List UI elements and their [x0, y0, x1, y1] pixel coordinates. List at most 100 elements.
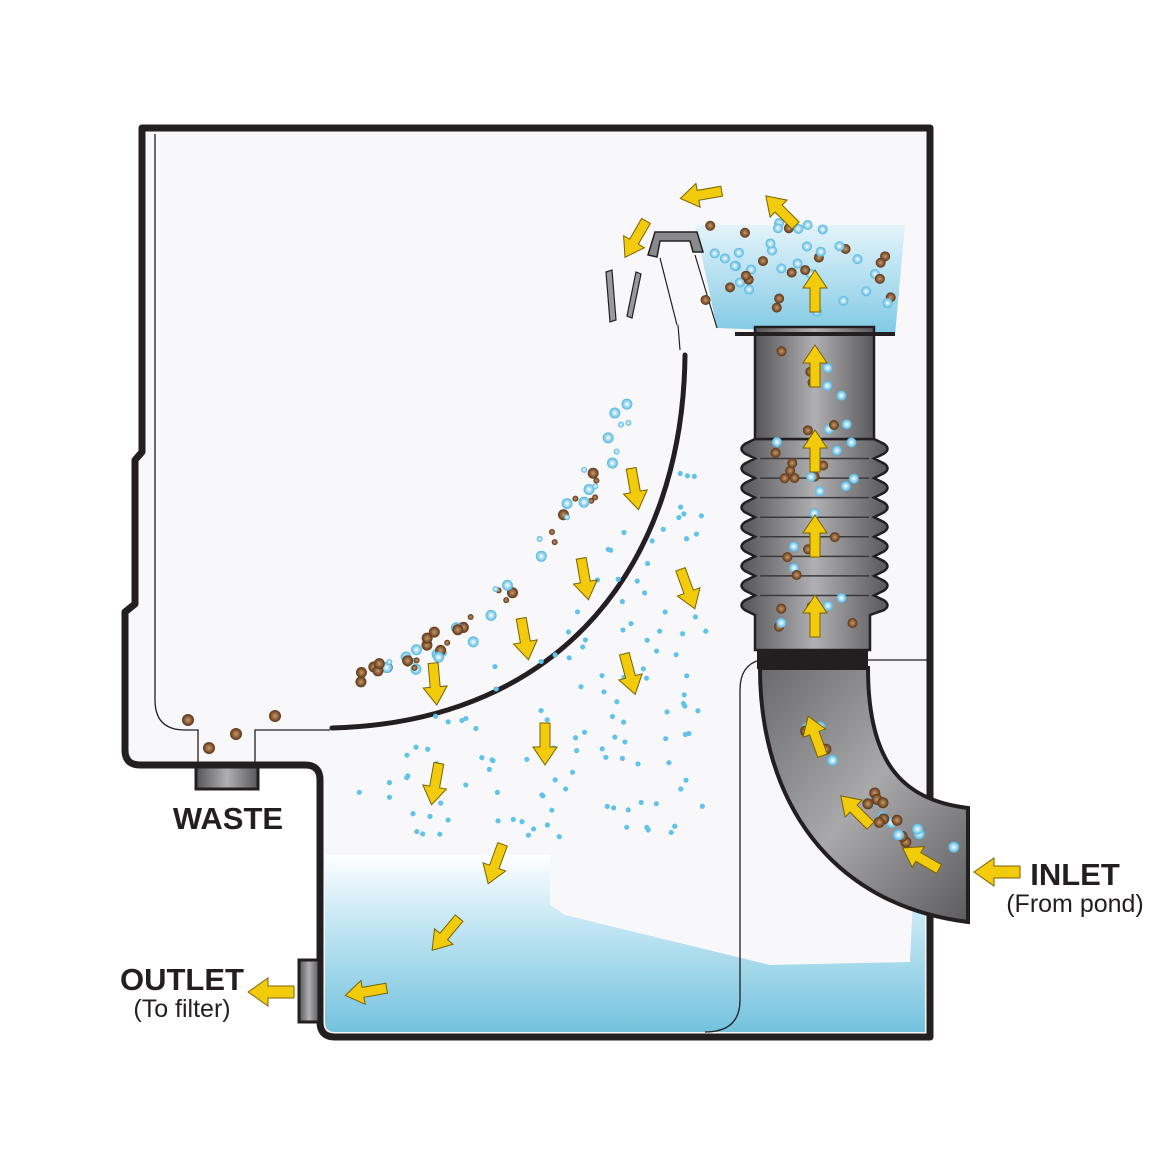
flow-arrow-icon [679, 182, 724, 208]
debris-particle [587, 467, 599, 479]
water-droplet [649, 538, 655, 544]
bubble [771, 437, 782, 448]
water-droplet [699, 803, 705, 809]
bubble [822, 600, 833, 611]
bubble [802, 219, 813, 230]
water-droplet [473, 725, 479, 732]
debris-particle [874, 273, 885, 284]
debris-particle [402, 655, 414, 667]
water-droplet [437, 831, 443, 837]
water-droplet [653, 801, 659, 807]
water-droplet [603, 754, 609, 760]
water-droplet [494, 789, 501, 795]
water-droplet [692, 614, 699, 620]
bubble [814, 486, 825, 497]
water-droplet [620, 719, 627, 725]
bubble [563, 514, 570, 521]
flow-arrow-icon [802, 344, 828, 388]
water-droplet [601, 689, 607, 695]
water-droplet [668, 829, 674, 836]
bubble [617, 421, 624, 428]
waste-port [194, 765, 260, 791]
inlet-label: INLET [1030, 857, 1120, 892]
tray-edge [659, 254, 718, 351]
debris-particle [700, 294, 711, 305]
water-droplet [438, 800, 444, 806]
flow-arrow-icon [422, 761, 448, 806]
water-droplet [492, 663, 498, 670]
bubble [535, 550, 547, 562]
debris-particle [452, 624, 464, 636]
bubble [609, 407, 621, 419]
water-droplet [614, 699, 620, 705]
debris-particle [373, 658, 385, 670]
water-droplet [493, 686, 499, 692]
bubble [815, 246, 826, 257]
water-droplet [544, 822, 551, 828]
water-droplet [552, 777, 558, 783]
bubble [892, 829, 904, 841]
water-droplet [625, 807, 631, 813]
water-droplet [672, 823, 678, 829]
water-droplet [680, 631, 686, 637]
bubble [719, 253, 730, 264]
debris-particle [725, 282, 736, 293]
water-droplet [599, 746, 605, 752]
water-droplet [684, 473, 691, 479]
water-droplet [682, 703, 688, 709]
water-droplet [420, 831, 426, 837]
flow-arrow-icon [802, 429, 828, 473]
water-droplet [666, 760, 672, 766]
bubble [561, 498, 573, 510]
outlet-port [297, 958, 321, 1024]
debris-particle [593, 477, 600, 484]
water-droplet [463, 782, 469, 788]
debris-particle [411, 664, 418, 671]
bubble [882, 298, 893, 309]
water-droplet [599, 672, 605, 679]
bubble [410, 644, 422, 656]
water-droplet [425, 746, 431, 752]
water-droplet [691, 473, 697, 480]
debris-particle [873, 816, 885, 828]
water-droplet [495, 818, 501, 824]
debris-particle [776, 603, 787, 614]
water-droplet [569, 769, 576, 775]
debris-particle [572, 495, 579, 502]
water-droplet [432, 713, 439, 719]
water-droplet [620, 627, 626, 633]
debris-particle [802, 425, 813, 436]
water-droplet [615, 576, 621, 582]
bubble [776, 617, 787, 628]
water-droplet [530, 826, 537, 832]
water-droplet [525, 832, 532, 838]
debris-particle [467, 614, 474, 621]
debris-particle [757, 256, 768, 267]
weir-lip [647, 231, 705, 258]
debris-particle [551, 539, 558, 546]
flow-arrow-icon [802, 594, 828, 638]
flow-arrow-icon [617, 651, 643, 696]
debris-particle [791, 569, 802, 580]
bubble [492, 586, 499, 593]
bubble [583, 483, 595, 495]
bubble [621, 398, 633, 410]
bubble [793, 223, 804, 234]
flow-arrow-icon [532, 722, 558, 766]
water-droplet [610, 805, 617, 811]
water-droplet [640, 666, 646, 672]
bubble [840, 481, 851, 492]
debris-particle [828, 420, 839, 431]
debris-particle [592, 494, 599, 501]
debris-particle [503, 597, 510, 604]
debris-particle [847, 618, 858, 629]
bubble [625, 419, 632, 426]
bubble [606, 457, 618, 469]
water-droplet [634, 578, 640, 584]
bubble [848, 473, 859, 484]
flow-arrow-icon [802, 715, 828, 759]
water-droplet [410, 811, 416, 817]
debris-particle [771, 302, 782, 313]
debris-particle [355, 676, 367, 688]
water-droplet [414, 828, 420, 835]
